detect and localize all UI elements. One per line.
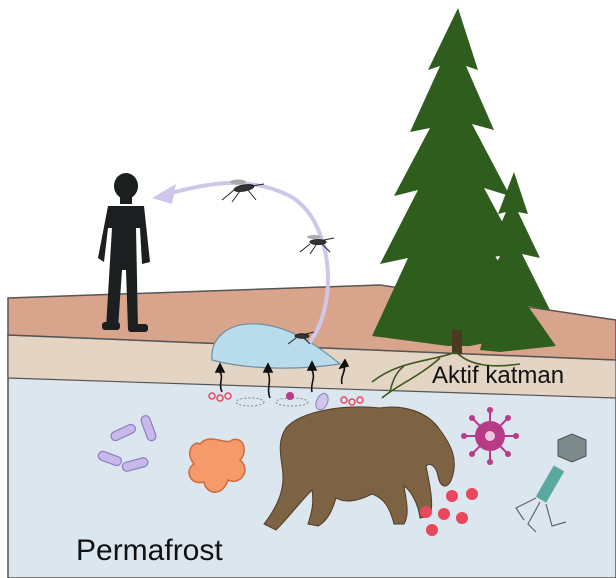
- arc-arrowhead: [152, 184, 176, 204]
- active-layer-label: Aktif katman: [432, 362, 564, 389]
- mosquito-icon: [300, 235, 334, 254]
- permafrost-label: Permafrost: [76, 534, 223, 567]
